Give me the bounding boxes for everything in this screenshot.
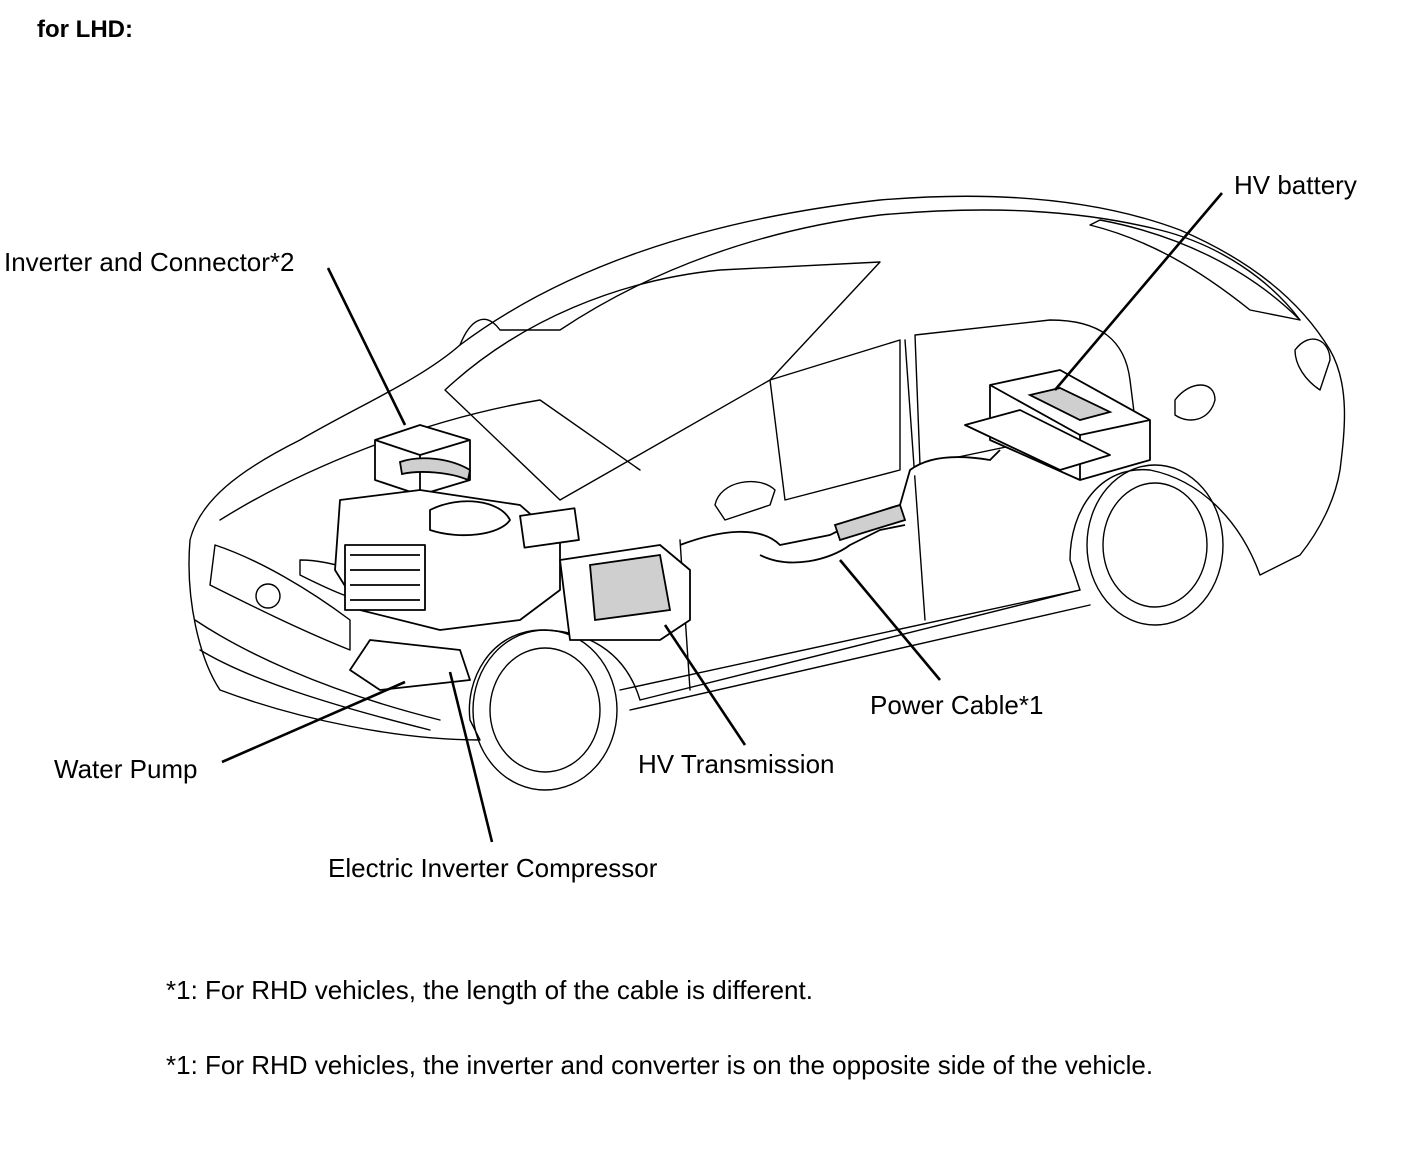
- footnote-cable-length: *1: For RHD vehicles, the length of the …: [166, 975, 813, 1005]
- hv-battery-component: [964, 369, 1151, 481]
- hv-battery-label: HV battery: [1234, 170, 1357, 200]
- inverter-connector-label: Inverter and Connector*2: [4, 247, 295, 277]
- inverter-component: [374, 424, 472, 496]
- compressor-leader: [448, 671, 494, 843]
- water-pump-leader: [221, 680, 406, 764]
- power-cable-label: Power Cable*1: [870, 690, 1044, 720]
- hv-transmission-leader: [663, 624, 747, 746]
- footnote-inverter-side: *1: For RHD vehicles, the inverter and c…: [166, 1050, 1154, 1080]
- water-pump-label: Water Pump: [54, 754, 198, 784]
- hv-transmission-label: HV Transmission: [638, 749, 835, 779]
- electric-inverter-compressor-label: Electric Inverter Compressor: [328, 853, 658, 883]
- hv-transmission-component: [559, 544, 691, 641]
- power-cable-component: [679, 449, 1001, 564]
- inverter-leader: [326, 267, 407, 426]
- power-cable-leader: [839, 559, 941, 681]
- page-heading: for LHD:: [37, 16, 133, 43]
- hv-battery-leader: [1054, 192, 1223, 391]
- engine-bay-components: [334, 489, 580, 691]
